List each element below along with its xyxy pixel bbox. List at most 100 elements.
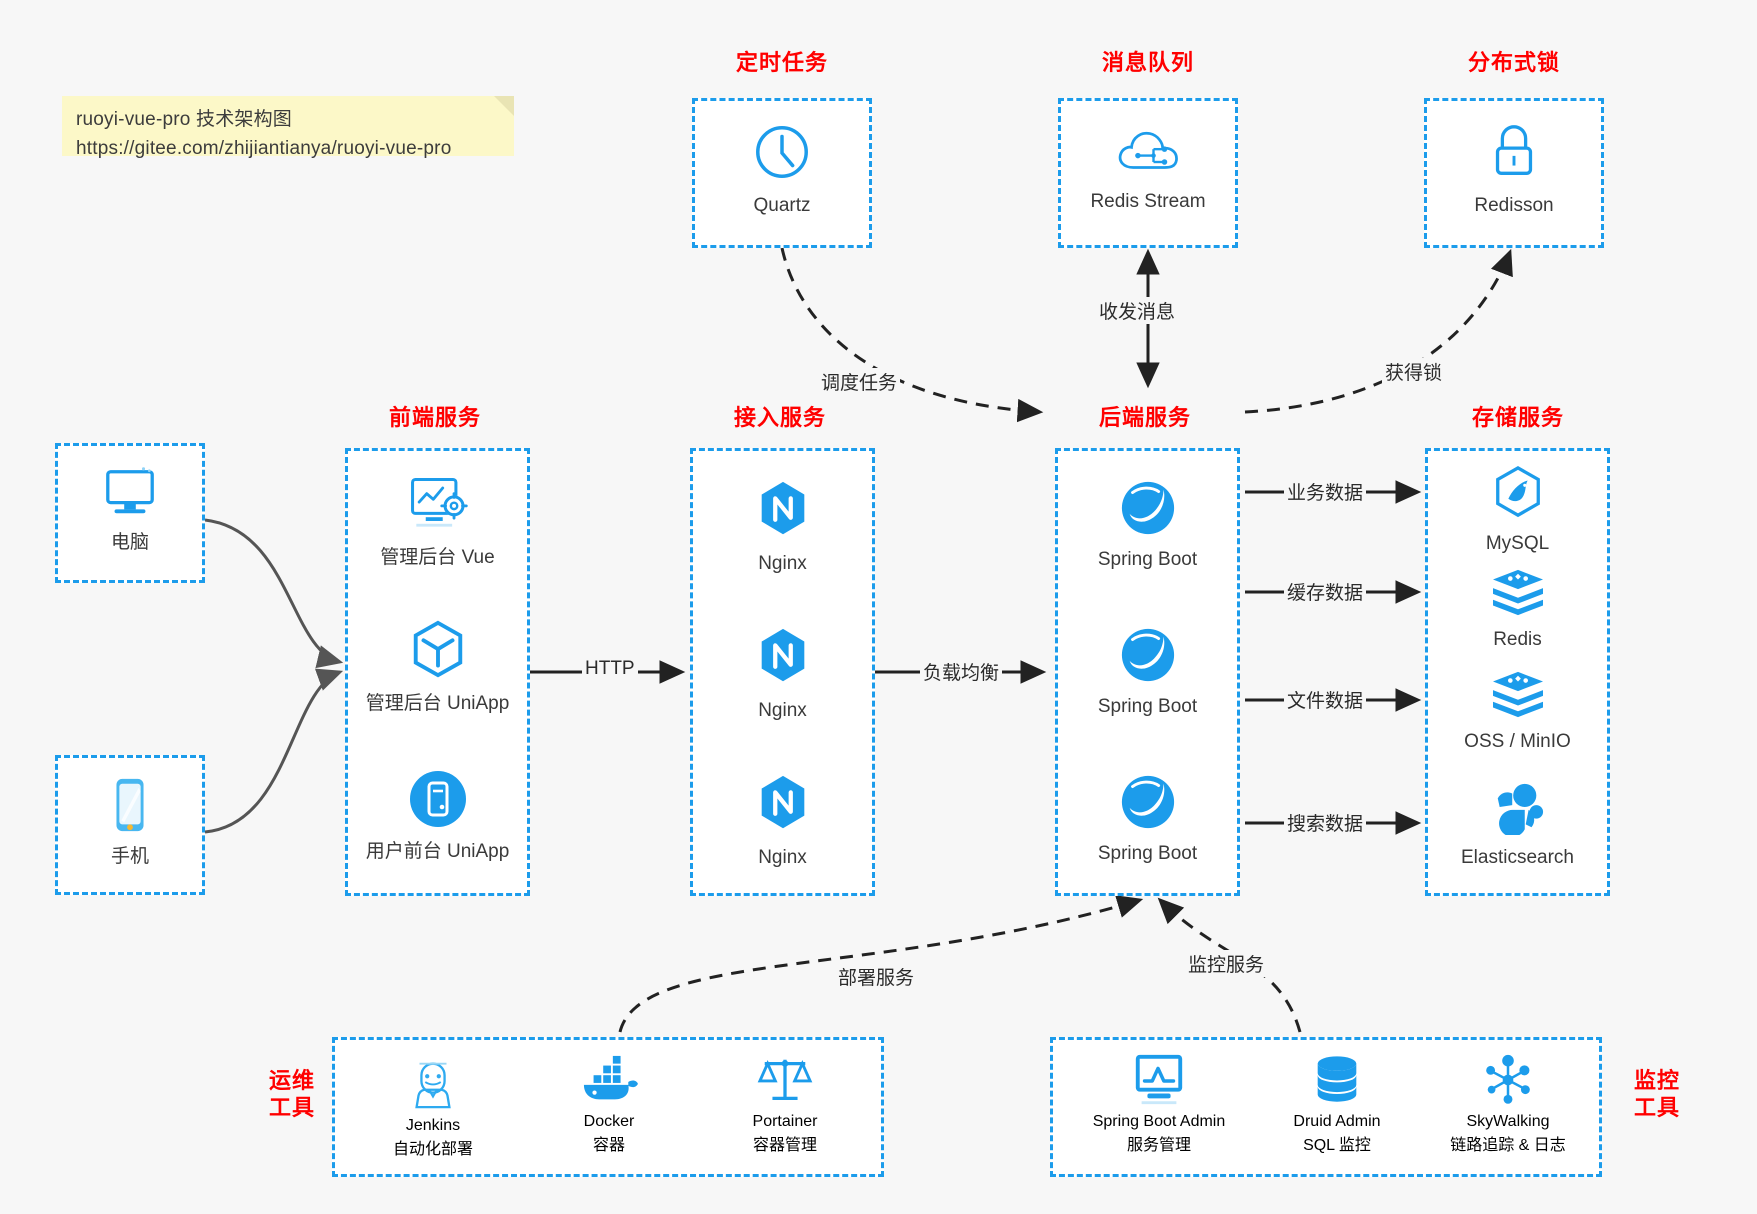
node-label: 管理后台 Vue (380, 547, 495, 568)
node-redis[interactable]: Redis (1428, 567, 1607, 653)
node-jenkins[interactable]: Jenkins 自动化部署 (345, 1054, 521, 1159)
node-elasticsearch[interactable]: Elasticsearch (1428, 781, 1607, 871)
clock-icon (695, 121, 869, 188)
node-label: SkyWalking (1466, 1113, 1550, 1130)
desktop-monitor-icon (58, 464, 202, 525)
node-label: Spring Boot Admin (1092, 1113, 1226, 1130)
mysql-dolphin-icon (1428, 465, 1607, 526)
edge-phone-to-frontend (204, 668, 344, 834)
note-title: ruoyi-vue-pro 技术架构图 (76, 109, 293, 130)
jenkins-butler-icon (406, 1062, 460, 1116)
node-nginx-2[interactable]: Nginx (693, 626, 872, 724)
group-box-backend: Spring Boot Spring Boot Spring Boot (1055, 448, 1240, 896)
node-redisson[interactable]: Redisson (1427, 121, 1601, 219)
monitor-chart-icon (1130, 1054, 1188, 1112)
edge-label-send-receive-message: 收发消息 (1096, 297, 1179, 324)
group-title-monitor-line2: 工具 (1633, 1094, 1680, 1120)
hexagon-cube-icon (348, 619, 527, 686)
group-box-monitor: Spring Boot Admin 服务管理 Druid Admin SQL 监… (1050, 1037, 1602, 1177)
group-box-computer: 电脑 (55, 443, 205, 583)
node-computer[interactable]: 电脑 (58, 464, 202, 556)
group-title-monitor: 监控 工具 (1617, 1068, 1697, 1122)
dashboard-gear-icon (348, 473, 527, 540)
node-label: Spring Boot (1097, 696, 1198, 717)
docker-whale-icon (578, 1055, 640, 1112)
node-label: Redis (1493, 629, 1542, 650)
node-redis-stream[interactable]: Redis Stream (1061, 123, 1235, 215)
group-box-timer: Quartz (692, 98, 872, 248)
nginx-icon (693, 773, 872, 840)
group-title-timer: 定时任务 (735, 50, 828, 75)
node-label: Druid Admin (1293, 1113, 1381, 1130)
node-quartz[interactable]: Quartz (695, 121, 869, 219)
node-label: Spring Boot (1097, 549, 1198, 570)
scales-balance-icon (757, 1059, 813, 1112)
group-title-ops-line1: 运维 (268, 1068, 315, 1093)
cloud-network-icon (1061, 123, 1235, 184)
group-title-ops: 运维 工具 (252, 1068, 332, 1122)
node-phone[interactable]: 手机 (58, 776, 202, 870)
group-title-ops-line2: 工具 (268, 1094, 315, 1120)
diagram-note: ruoyi-vue-pro 技术架构图 https://gitee.com/zh… (62, 96, 514, 159)
node-label: Docker (583, 1113, 635, 1130)
node-label: 用户前台 UniApp (365, 841, 510, 862)
node-label: OSS / MinIO (1464, 731, 1571, 752)
node-label: Nginx (758, 553, 807, 574)
node-nginx-1[interactable]: Nginx (693, 479, 872, 577)
spring-leaf-icon (1058, 479, 1237, 542)
edge-label-load-balance: 负载均衡 (920, 658, 1003, 685)
edge-label-search-data: 搜索数据 (1284, 809, 1367, 836)
node-springboot-3[interactable]: Spring Boot (1058, 773, 1237, 867)
database-stack-icon (1309, 1056, 1365, 1112)
node-portainer[interactable]: Portainer 容器管理 (697, 1052, 873, 1155)
node-user-uniapp[interactable]: 用户前台 UniApp (348, 769, 527, 865)
node-label: Redisson (1474, 195, 1554, 216)
group-title-monitor-line1: 监控 (1633, 1068, 1680, 1093)
group-title-lock: 分布式锁 (1467, 50, 1560, 75)
edge-label-file-data: 文件数据 (1284, 686, 1367, 713)
node-nginx-3[interactable]: Nginx (693, 773, 872, 871)
nginx-icon (693, 479, 872, 546)
group-title-mq: 消息队列 (1101, 50, 1194, 75)
group-box-phone: 手机 (55, 755, 205, 895)
node-label: 手机 (110, 846, 149, 867)
edge-computer-to-frontend (204, 518, 344, 669)
group-box-mq: Redis Stream (1058, 98, 1238, 248)
node-oss-minio[interactable]: OSS / MinIO (1428, 669, 1607, 755)
node-druid-admin[interactable]: Druid Admin SQL 监控 (1249, 1052, 1425, 1155)
group-title-storage: 存储服务 (1471, 405, 1564, 430)
edge-label-deploy-service: 部署服务 (835, 963, 918, 990)
spring-leaf-icon (1058, 626, 1237, 689)
node-sublabel: 服务管理 (1126, 1137, 1191, 1154)
node-sublabel: 容器管理 (752, 1137, 817, 1154)
note-url: https://gitee.com/zhijiantianya/ruoyi-vu… (76, 138, 452, 160)
group-box-frontend: 管理后台 Vue 管理后台 UniApp (345, 448, 530, 896)
node-label: 管理后台 UniApp (365, 693, 510, 714)
node-springboot-2[interactable]: Spring Boot (1058, 626, 1237, 720)
spring-leaf-icon (1058, 773, 1237, 836)
node-label: Elasticsearch (1461, 847, 1574, 868)
edge-label-monitor-service: 监控服务 (1185, 950, 1268, 977)
edge-label-business-data: 业务数据 (1284, 478, 1367, 505)
node-sublabel: SQL 监控 (1303, 1137, 1371, 1154)
node-springboot-1[interactable]: Spring Boot (1058, 479, 1237, 573)
edge-label-http: HTTP (582, 658, 638, 680)
lock-icon (1427, 121, 1601, 188)
smartphone-icon (58, 776, 202, 839)
node-label: Quartz (753, 195, 811, 216)
group-box-lock: Redisson (1424, 98, 1604, 248)
group-title-backend: 后端服务 (1098, 405, 1191, 430)
node-label: Nginx (758, 700, 807, 721)
node-admin-uniapp[interactable]: 管理后台 UniApp (348, 619, 527, 717)
node-label: Spring Boot (1097, 843, 1198, 864)
node-skywalking[interactable]: SkyWalking 链路追踪 & 日志 (1415, 1052, 1601, 1155)
group-title-gateway: 接入服务 (733, 405, 826, 430)
edge-label-schedule-task: 调度任务 (818, 368, 901, 395)
node-docker[interactable]: Docker 容器 (521, 1054, 697, 1155)
node-spring-boot-admin[interactable]: Spring Boot Admin 服务管理 (1059, 1052, 1259, 1155)
node-label: 电脑 (110, 532, 149, 553)
node-label: Nginx (758, 847, 807, 868)
node-admin-vue[interactable]: 管理后台 Vue (348, 473, 527, 571)
node-mysql[interactable]: MySQL (1428, 465, 1607, 557)
